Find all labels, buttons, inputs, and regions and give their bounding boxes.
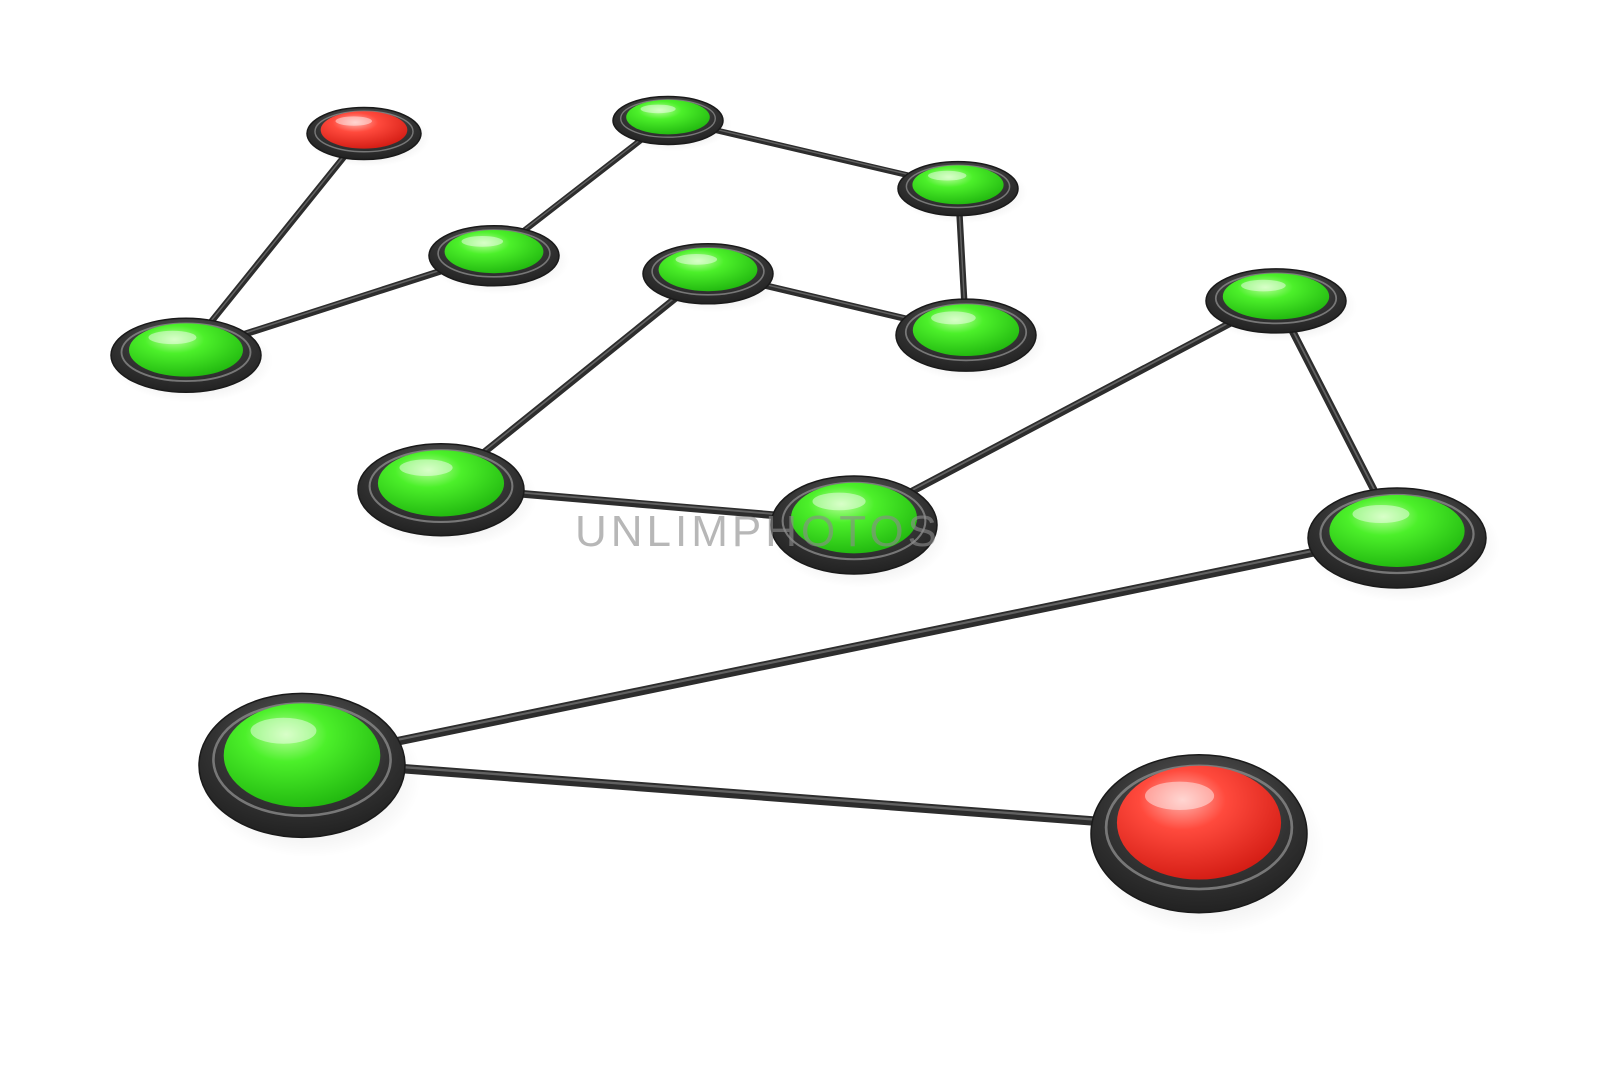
node-dome-green — [224, 703, 381, 807]
node-specular — [813, 493, 866, 511]
node-dome-green — [378, 450, 504, 516]
node-dome-green — [1329, 495, 1464, 567]
node-dome-green — [626, 100, 710, 135]
node-n8-green — [358, 444, 537, 549]
edge-highlight-n1-n2 — [186, 131, 364, 352]
node-n10-green — [1206, 269, 1357, 342]
node-specular — [676, 254, 718, 265]
node-dome-red — [321, 111, 408, 148]
node-specular — [462, 236, 504, 247]
node-dome-green — [659, 248, 758, 291]
node-specular — [641, 105, 676, 114]
node-n4-green — [613, 96, 732, 151]
edge-highlight-n12-n13 — [302, 759, 1199, 827]
nodes-layer — [111, 96, 1500, 934]
node-n6-green — [896, 299, 1047, 381]
node-dome-red — [1117, 766, 1281, 880]
node-specular — [1241, 280, 1286, 292]
node-n3-green — [429, 226, 569, 294]
node-specular — [251, 718, 317, 744]
node-specular — [336, 116, 372, 125]
node-specular — [149, 331, 197, 344]
node-specular — [931, 311, 976, 324]
node-n7-green — [643, 244, 783, 312]
node-dome-green — [913, 304, 1019, 356]
node-n5-green — [898, 162, 1028, 224]
node-dome-green — [912, 165, 1003, 204]
node-specular — [1145, 782, 1214, 810]
node-n9-green — [771, 476, 950, 588]
node-dome-green — [129, 323, 243, 376]
edge-n12-n13 — [302, 761, 1199, 829]
node-specular — [400, 459, 453, 476]
node-specular — [1353, 505, 1410, 523]
node-n12-green — [199, 693, 421, 857]
node-dome-green — [1223, 273, 1329, 319]
node-specular — [928, 171, 966, 181]
node-n13-red — [1091, 755, 1324, 935]
node-dome-green — [445, 230, 544, 273]
node-dome-green — [791, 483, 917, 554]
node-n11-green — [1308, 488, 1500, 602]
node-n1-red — [307, 108, 430, 167]
